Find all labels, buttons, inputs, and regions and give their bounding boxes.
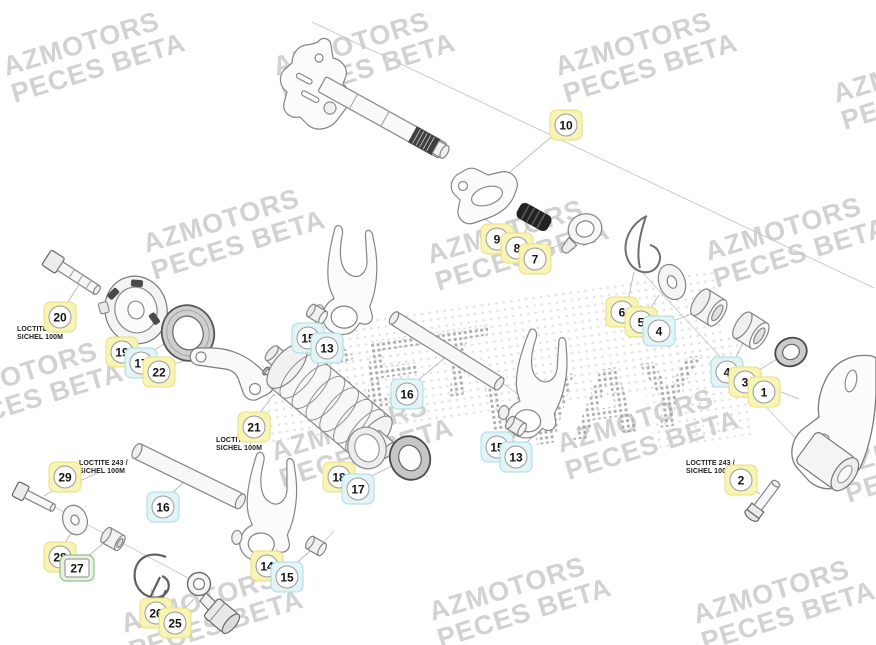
- drum-bearing-art: [347, 426, 387, 470]
- callout-16[interactable]: 16: [146, 491, 180, 523]
- lever-bolt-art: [744, 479, 781, 522]
- callout-4[interactable]: 4: [642, 315, 676, 347]
- shift-fork-art: [231, 451, 298, 562]
- callout-27[interactable]: 27: [59, 554, 95, 582]
- callout-number: 27: [64, 558, 90, 578]
- centering-cam-art: [561, 213, 603, 254]
- callout-29[interactable]: 29: [48, 461, 82, 493]
- gear-lever-art: [791, 354, 876, 492]
- hairpin-spring-art: [624, 215, 661, 274]
- callout-20[interactable]: 20: [43, 301, 77, 333]
- loctite-note: LOCTITE 243 /SICHEL 100M: [79, 460, 128, 476]
- ratchet-wheel-art: [97, 275, 168, 345]
- callout-22[interactable]: 22: [142, 356, 176, 388]
- callout-7[interactable]: 7: [518, 243, 552, 275]
- callout-number: 25: [163, 611, 187, 635]
- shift-link-art: [186, 571, 241, 635]
- fork-rail-pin-art: [388, 311, 505, 391]
- washer-art: [62, 504, 88, 536]
- callout-number: 21: [242, 415, 266, 439]
- callout-number: 20: [48, 305, 72, 329]
- loctite-note: LOCTITE 243 /SICHEL 100M: [686, 460, 735, 476]
- callout-21[interactable]: 21: [237, 411, 271, 443]
- loctite-note: LOCTITE 243 /SICHEL 100M: [17, 326, 66, 342]
- fork-bushing-art: [304, 535, 328, 557]
- callout-number: 10: [554, 113, 578, 137]
- callout-16[interactable]: 16: [390, 378, 424, 410]
- callout-2[interactable]: 2: [724, 464, 758, 496]
- seal-ring-art: [160, 304, 216, 362]
- callout-number: 15: [275, 565, 299, 589]
- callout-number: 17: [346, 477, 370, 501]
- callout-15[interactable]: 15: [270, 561, 304, 593]
- coil-spring-art: [516, 202, 552, 232]
- callout-number: 13: [504, 445, 528, 469]
- callout-number: 4: [647, 319, 671, 343]
- callout-17[interactable]: 17: [341, 473, 375, 505]
- callout-8[interactable]: 8: [500, 232, 534, 264]
- fork-bushing-art: [504, 415, 528, 437]
- drum-seal-art: [388, 435, 432, 481]
- washer-art: [657, 263, 687, 301]
- callout-13[interactable]: 13: [310, 332, 344, 364]
- callout-number: 2: [729, 468, 753, 492]
- callout-13[interactable]: 13: [499, 441, 533, 473]
- callout-10[interactable]: 10: [549, 109, 583, 141]
- callout-1[interactable]: 1: [747, 376, 781, 408]
- bolt-art: [41, 249, 101, 295]
- shift-quadrant-plate2-art: [450, 167, 518, 225]
- needle-bearing-art: [732, 311, 770, 350]
- callout-number: 22: [147, 360, 171, 384]
- callout-number: 1: [752, 380, 776, 404]
- bushing-art: [100, 526, 126, 552]
- shift-shaft-quadrant-plate-art: [279, 37, 351, 130]
- shift-shaft-art: [317, 76, 450, 159]
- fork-rail-pin-art: [131, 442, 246, 510]
- callout-number: 13: [315, 336, 339, 360]
- callout-number: 29: [53, 465, 77, 489]
- bolt-art: [11, 481, 56, 512]
- callout-number: 14: [255, 554, 279, 578]
- callout-number: 16: [151, 495, 175, 519]
- callout-25[interactable]: 25: [158, 607, 192, 639]
- callout-number: 7: [523, 247, 547, 271]
- needle-bearing-art: [690, 288, 728, 327]
- oil-seal-art: [774, 336, 808, 368]
- callout-number: 16: [395, 382, 419, 406]
